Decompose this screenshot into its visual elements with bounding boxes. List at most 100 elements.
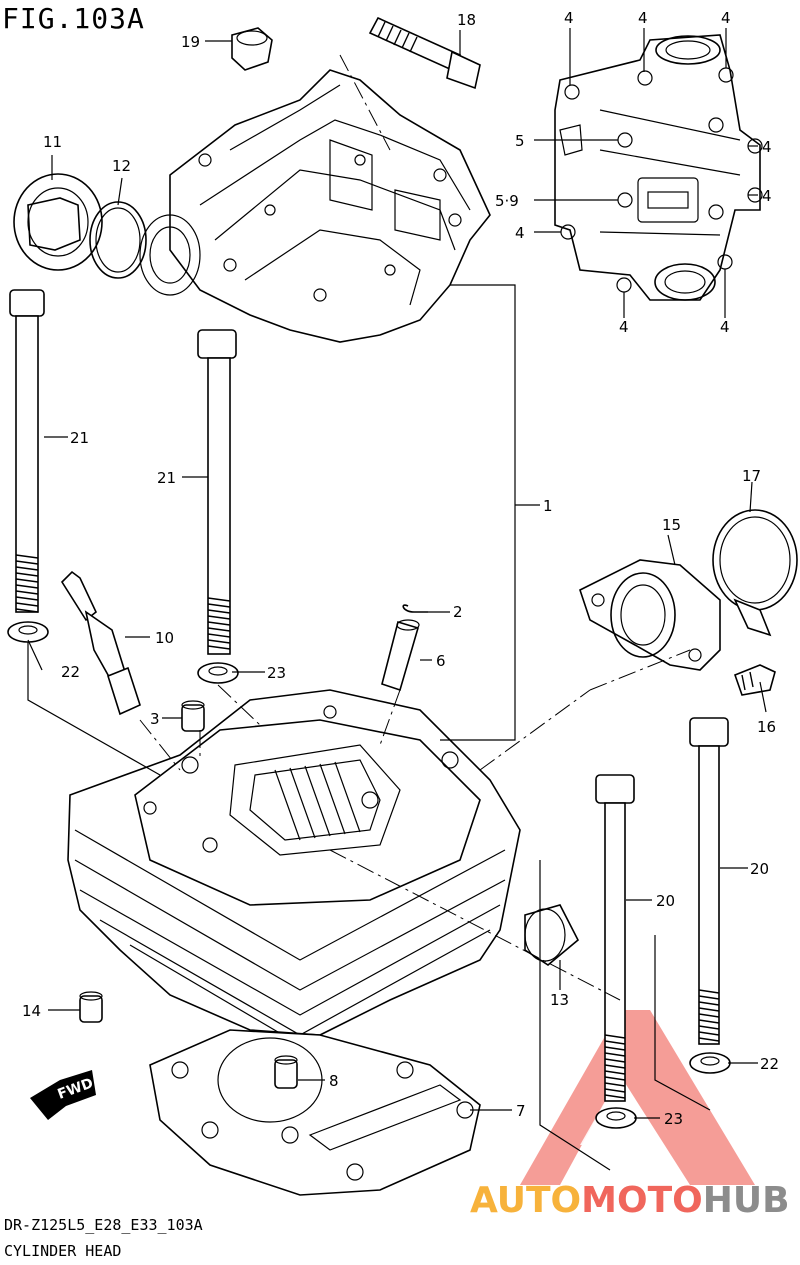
forward-direction-badge: FWD	[30, 1070, 96, 1120]
callout-2: 2	[453, 603, 463, 621]
callout-14: 14	[22, 1002, 41, 1020]
callout-10: 10	[155, 629, 174, 647]
callout-23-b: 23	[664, 1110, 683, 1128]
part-22-washer-left	[7, 621, 49, 643]
svg-text:AUTOMOTOHUB: AUTOMOTOHUB	[470, 1180, 790, 1221]
callout-4-d: 4	[762, 138, 772, 156]
callout-22-a: 22	[61, 663, 80, 681]
thread-line	[207, 597, 231, 602]
part-17-clamp	[712, 509, 798, 637]
thread-line	[15, 554, 39, 559]
bolt-threads	[15, 554, 720, 1099]
thread-line	[15, 602, 39, 607]
thread-line	[604, 1034, 626, 1039]
part-15-intake-pipe	[579, 559, 721, 671]
callout-19: 19	[181, 33, 200, 51]
thread-line	[698, 1019, 720, 1024]
part-7-gasket	[149, 1029, 481, 1196]
thread-line	[604, 1094, 626, 1099]
callout-20-b: 20	[656, 892, 675, 910]
callout-17: 17	[742, 467, 761, 485]
thread-line	[698, 989, 720, 994]
thread-line	[15, 590, 39, 595]
part-19-nut	[231, 27, 273, 71]
part-14-dowel	[79, 991, 103, 1023]
thread-line	[698, 1031, 720, 1036]
callout-4-a: 4	[564, 9, 574, 27]
center-lines	[139, 54, 691, 1001]
callout-4-f: 4	[515, 224, 525, 242]
thread-line	[15, 566, 39, 571]
callout-4-e: 4	[762, 187, 772, 205]
callout-22-b: 22	[760, 1055, 779, 1073]
callout-4-h: 4	[720, 318, 730, 336]
part-20-bolt-center	[595, 774, 635, 1102]
callout-7: 7	[516, 1102, 526, 1120]
callout-21-b: 21	[157, 469, 176, 487]
thread-line	[207, 603, 231, 608]
part-2-clip	[402, 604, 428, 613]
part-21-bolt-left	[9, 289, 45, 613]
thread-line	[604, 1064, 626, 1069]
thread-line	[698, 1007, 720, 1012]
thread-line	[604, 1082, 626, 1087]
part-22-washer-right	[689, 1052, 731, 1074]
callout-6: 6	[436, 652, 446, 670]
thread-line	[207, 615, 231, 620]
watermark-wordmark: AUTOMOTOHUB	[470, 1180, 790, 1221]
part-21-bolt-right	[197, 329, 237, 655]
callout-labels: 1 2 3 4 4 4 4 4 4 4 4 5 5·9 6 7 8 10 11 …	[22, 9, 779, 1128]
thread-line	[207, 645, 231, 650]
callout-15: 15	[662, 516, 681, 534]
thread-line	[604, 1052, 626, 1057]
cylinder-head	[67, 689, 521, 1046]
callout-4-g: 4	[619, 318, 629, 336]
thread-line	[698, 1037, 720, 1042]
cylinder-head-cover	[139, 69, 491, 343]
callout-13: 13	[550, 991, 569, 1009]
part-16-screw	[733, 664, 776, 696]
watermark-auto: AUTO	[470, 1180, 581, 1221]
part-8-dowel	[274, 1055, 298, 1089]
diagram-code: DR-Z125L5_E28_E33_103A	[4, 1216, 203, 1234]
callout-4-c: 4	[721, 9, 731, 27]
part-20-bolt-right	[689, 717, 729, 1045]
thread-line	[15, 584, 39, 589]
callout-4-b: 4	[638, 9, 648, 27]
part-18-bolt	[368, 16, 481, 90]
thread-line	[207, 633, 231, 638]
figure-title: FIG.103A	[2, 2, 145, 35]
callout-5-9: 5·9	[495, 192, 519, 210]
thread-line	[207, 621, 231, 626]
part-3-dowel	[181, 700, 205, 732]
callout-20-a: 20	[750, 860, 769, 878]
watermark-moto: MOTO	[581, 1180, 703, 1221]
thread-line	[15, 608, 39, 613]
thread-line	[207, 627, 231, 632]
thread-line	[604, 1076, 626, 1081]
callout-16: 16	[757, 718, 776, 736]
callout-12: 12	[112, 157, 131, 175]
thread-line	[604, 1040, 626, 1045]
part-6-valve-guide	[381, 619, 420, 692]
thread-line	[15, 560, 39, 565]
callout-11: 11	[43, 133, 62, 151]
thread-line	[15, 572, 39, 577]
thread-line	[698, 1013, 720, 1018]
part-11-cap	[13, 173, 103, 271]
callout-8: 8	[329, 1072, 339, 1090]
callout-23-a: 23	[267, 664, 286, 682]
thread-line	[207, 639, 231, 644]
part-23-washer-upper	[197, 662, 239, 684]
thread-line	[698, 1025, 720, 1030]
thread-line	[604, 1058, 626, 1063]
thread-line	[604, 1088, 626, 1093]
thread-line	[604, 1070, 626, 1075]
part-10-spark-plug	[60, 570, 141, 716]
callout-1: 1	[543, 497, 553, 515]
callout-3: 3	[150, 710, 160, 728]
watermark-hub: HUB	[703, 1180, 790, 1221]
thread-line	[698, 1001, 720, 1006]
diagram-name: CYLINDER HEAD	[4, 1242, 122, 1260]
